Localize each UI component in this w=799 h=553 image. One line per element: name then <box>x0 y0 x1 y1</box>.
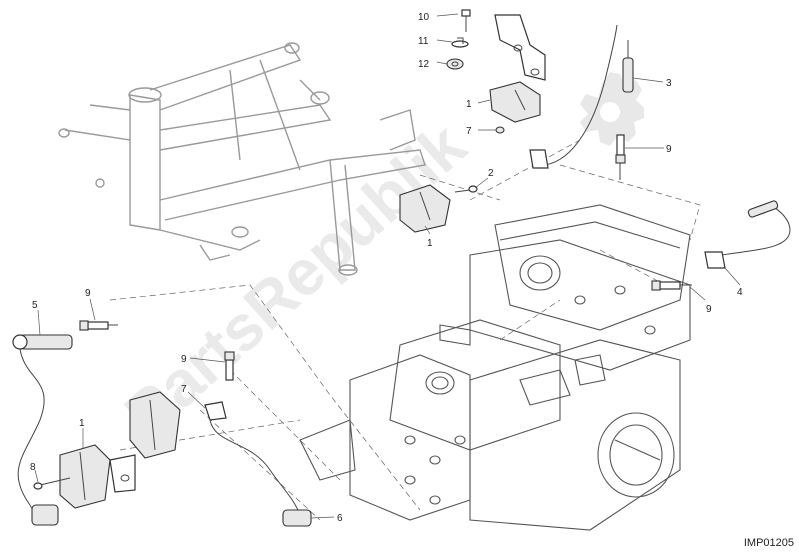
callout-9-upper: 9 <box>666 144 672 155</box>
mount-bracket-lower <box>109 454 136 493</box>
callout-1-lower: 1 <box>79 418 85 429</box>
image-code: IMP01205 <box>744 537 794 549</box>
washer-11 <box>451 37 469 48</box>
ignition-coil-upper <box>489 81 541 123</box>
watermark-gear-icon <box>580 72 644 146</box>
screw-8 <box>33 477 71 490</box>
spark-plug-right <box>651 280 692 291</box>
nut-7 <box>495 126 505 134</box>
callout-9-lower: 9 <box>181 354 187 365</box>
lower-ignition-parts <box>12 320 312 527</box>
spark-plug-left <box>79 320 118 331</box>
callout-7-lower: 7 <box>181 384 187 395</box>
bracket <box>494 14 546 81</box>
callout-10: 10 <box>418 12 430 23</box>
frame <box>58 42 426 276</box>
hv-lead-lower <box>204 401 312 527</box>
callout-9-left: 9 <box>85 288 91 299</box>
screw-10 <box>461 9 471 32</box>
coil-screw-2 <box>454 185 478 193</box>
ignition-coil-lower-left <box>59 444 111 509</box>
ignition-coil-mid <box>399 184 451 233</box>
upper-ignition-parts <box>399 9 791 291</box>
callout-1-mid: 1 <box>427 238 433 249</box>
callout-2: 2 <box>488 168 494 179</box>
spark-plug-upper <box>615 134 626 180</box>
callout-5: 5 <box>32 300 38 311</box>
hv-lead-upper <box>529 24 634 169</box>
leader-lines <box>34 13 741 519</box>
callout-11: 11 <box>418 36 429 47</box>
ignition-coil-lower-mid <box>129 391 181 459</box>
callout-4: 4 <box>737 287 743 298</box>
callout-3: 3 <box>666 78 672 89</box>
engine <box>299 204 691 531</box>
callout-8: 8 <box>30 462 36 473</box>
callout-12: 12 <box>418 59 430 70</box>
callout-1-upper: 1 <box>466 99 472 110</box>
spark-plug-lower-mid <box>224 351 235 381</box>
callout-6: 6 <box>337 513 343 524</box>
callout-7-upper: 7 <box>466 126 472 137</box>
watermark: PartsRepublik <box>111 72 644 450</box>
hv-lead-left <box>12 334 73 526</box>
grommet-12 <box>446 58 464 70</box>
hv-lead-right <box>704 200 791 269</box>
callouts: 10 11 12 1 7 3 9 2 1 9 4 5 9 9 7 1 8 6 <box>30 12 743 524</box>
callout-9-right: 9 <box>706 304 712 315</box>
